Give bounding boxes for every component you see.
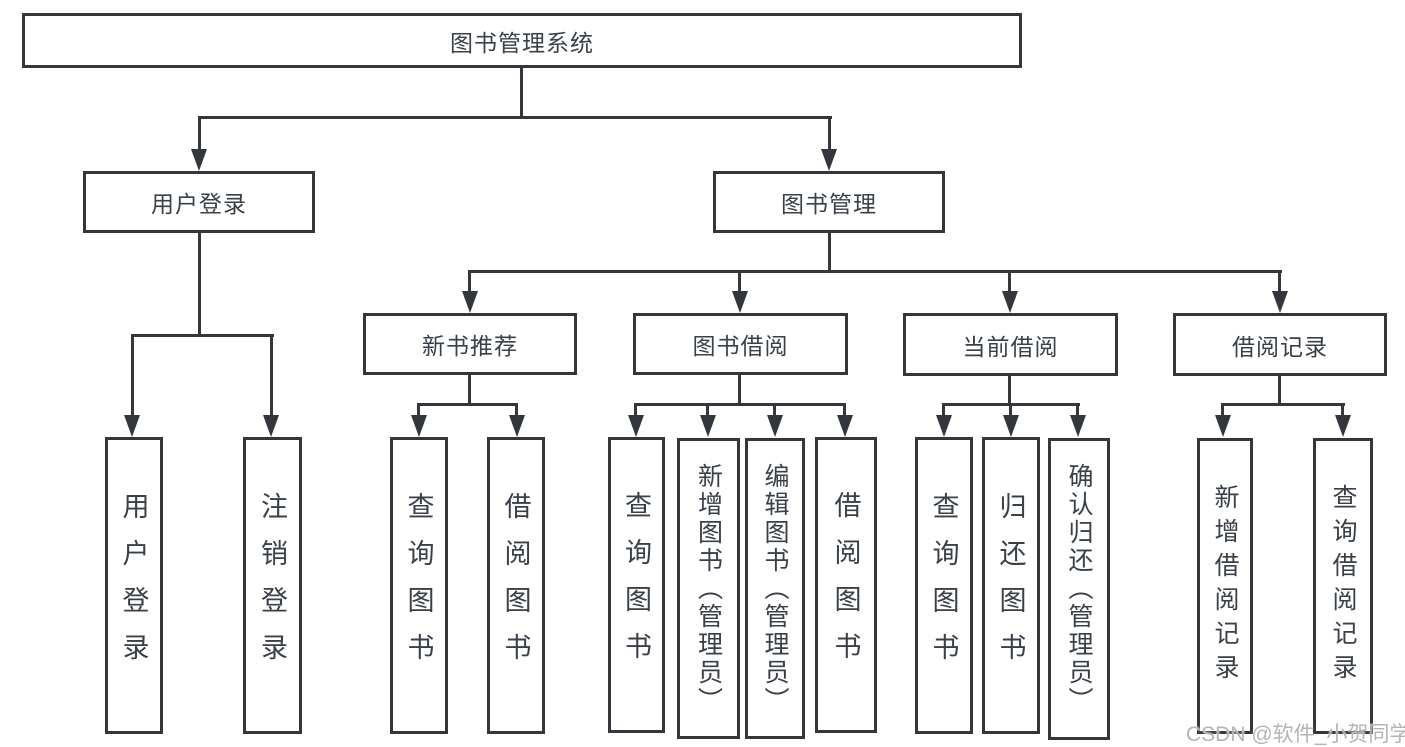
arrow-down-icon (1215, 415, 1231, 437)
leaf-user-login-label: 用户登录 (118, 491, 149, 680)
connector-line (515, 403, 518, 417)
arrow-down-icon (462, 291, 478, 313)
connector-line (634, 403, 846, 406)
arrow-down-icon (1003, 415, 1019, 437)
leaf-borrow-borrow-books-label: 借阅图书 (830, 491, 861, 679)
leaf-borrow-query-books-label: 查询图书 (621, 491, 651, 679)
arrow-down-icon (700, 415, 716, 437)
node-user-login-label: 用户登录 (151, 191, 247, 217)
leaf-newbooks-borrow-books: 借阅图书 (487, 437, 545, 734)
node-book-management-label: 图书管理 (781, 191, 877, 217)
node-current-borrowing-label: 当前借阅 (962, 333, 1059, 360)
arrow-down-icon (767, 415, 783, 437)
node-current-borrowing: 当前借阅 (903, 313, 1118, 376)
connector-line (417, 403, 420, 417)
leaf-borrow-borrow-books: 借阅图书 (815, 437, 877, 733)
leaf-records-query-record-label: 查询借阅记录 (1329, 484, 1357, 688)
leaf-newbooks-query-books: 查询图书 (390, 437, 448, 734)
arrow-down-icon (628, 415, 644, 437)
connector-line (468, 270, 1282, 273)
arrow-down-icon (732, 291, 748, 313)
arrow-down-icon (124, 415, 140, 437)
connector-line (198, 116, 832, 119)
connector-line (131, 334, 134, 417)
connector-line (634, 403, 637, 417)
connector-line (468, 270, 471, 293)
connector-line (1008, 270, 1011, 293)
leaf-newbooks-query-books-label: 查询图书 (403, 491, 434, 680)
leaf-current-return-books: 归还图书 (982, 437, 1040, 734)
arrow-down-icon (411, 415, 427, 437)
node-borrowing-records-label: 借阅记录 (1232, 333, 1328, 360)
leaf-current-query-books: 查询图书 (915, 437, 973, 734)
node-borrowing-records: 借阅记录 (1173, 313, 1387, 376)
connector-line (942, 403, 945, 417)
arrow-down-icon (509, 415, 525, 437)
connector-line (1221, 403, 1345, 406)
connector-line (1221, 403, 1224, 417)
arrow-down-icon (821, 149, 837, 171)
leaf-current-return-books-label: 归还图书 (995, 491, 1026, 680)
connector-line (738, 375, 741, 406)
connector-line (738, 270, 741, 293)
arrow-down-icon (263, 415, 279, 437)
connector-line (828, 116, 831, 154)
node-book-borrowing-label: 图书借阅 (692, 333, 789, 359)
node-library-system-label: 图书管理系统 (450, 29, 594, 56)
node-new-book-recommend-label: 新书推荐 (422, 333, 518, 359)
connector-line (198, 116, 201, 154)
leaf-records-add-record: 新增借阅记录 (1197, 438, 1253, 734)
connector-line (706, 403, 709, 417)
arrow-down-icon (1272, 291, 1288, 313)
node-book-borrowing: 图书借阅 (633, 313, 848, 375)
node-user-login: 用户登录 (83, 171, 315, 233)
leaf-user-login: 用户登录 (105, 437, 163, 734)
connector-line (1278, 270, 1281, 293)
node-book-management: 图书管理 (713, 171, 945, 233)
leaf-current-confirm-return-admin-label: 确认归还（管理员） (1065, 463, 1093, 715)
connector-line (131, 334, 274, 337)
arrow-down-icon (191, 149, 207, 171)
arrow-down-icon (1002, 291, 1018, 313)
leaf-borrow-add-books-admin-label: 新增图书（管理员） (694, 462, 723, 715)
connector-line (198, 233, 201, 336)
arrow-down-icon (936, 415, 952, 437)
arrow-down-icon (1335, 415, 1351, 437)
leaf-borrow-add-books-admin: 新增图书（管理员） (677, 438, 740, 739)
node-library-system: 图书管理系统 (22, 13, 1022, 68)
connector-line (773, 403, 776, 417)
connector-line (1009, 403, 1012, 417)
leaf-logout-label: 注销登录 (257, 491, 287, 680)
leaf-borrow-edit-books-admin: 编辑图书（管理员） (745, 438, 805, 739)
arrow-down-icon (1070, 415, 1086, 437)
connector-line (417, 403, 518, 406)
connector-line (1008, 376, 1011, 406)
connector-line (828, 233, 831, 273)
connector-line (468, 375, 471, 406)
connector-line (843, 403, 846, 417)
leaf-borrow-query-books: 查询图书 (608, 437, 665, 733)
connector-line (1278, 376, 1281, 406)
connector-line (1341, 403, 1344, 417)
connector-line (1076, 403, 1079, 417)
leaf-current-confirm-return-admin: 确认归还（管理员） (1048, 438, 1110, 740)
leaf-current-query-books-label: 查询图书 (928, 491, 959, 680)
connector-line (520, 68, 523, 118)
leaf-newbooks-borrow-books-label: 借阅图书 (500, 491, 531, 680)
leaf-records-query-record: 查询借阅记录 (1313, 438, 1373, 734)
arrow-down-icon (837, 415, 853, 437)
leaf-logout: 注销登录 (243, 437, 302, 734)
connector-line (270, 334, 273, 417)
node-new-book-recommend: 新书推荐 (363, 313, 577, 375)
leaf-borrow-edit-books-admin-label: 编辑图书（管理员） (761, 462, 789, 715)
csdn-watermark: CSDN @软件_小贺同学 (1186, 723, 1405, 746)
leaf-records-add-record-label: 新增借阅记录 (1211, 484, 1239, 688)
